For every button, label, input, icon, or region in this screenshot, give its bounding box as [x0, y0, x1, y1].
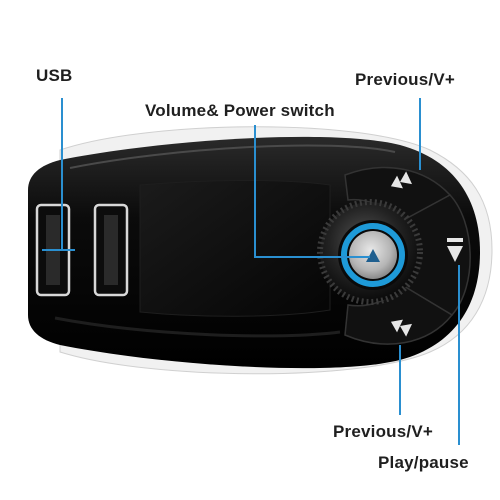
rewind-icon	[390, 171, 413, 189]
body-highlight	[69, 144, 396, 169]
volume-power-knob[interactable]	[317, 199, 423, 305]
previous-bottom-label: Previous/V+	[333, 422, 433, 441]
previous-top-label: Previous/V+	[355, 70, 455, 89]
rewind-icon	[390, 319, 413, 337]
usb-port-2[interactable]	[93, 203, 129, 297]
body-groove	[54, 316, 341, 338]
play-pause-icon	[447, 238, 463, 262]
volume-callout	[254, 125, 370, 258]
usb-label: USB	[36, 66, 73, 85]
volume-power-label: Volume& Power switch	[145, 101, 335, 120]
play-pause-label: Play/pause	[378, 453, 469, 472]
triangle-up-icon	[366, 249, 380, 262]
display-panel	[139, 179, 331, 317]
callout-lines	[42, 98, 460, 445]
